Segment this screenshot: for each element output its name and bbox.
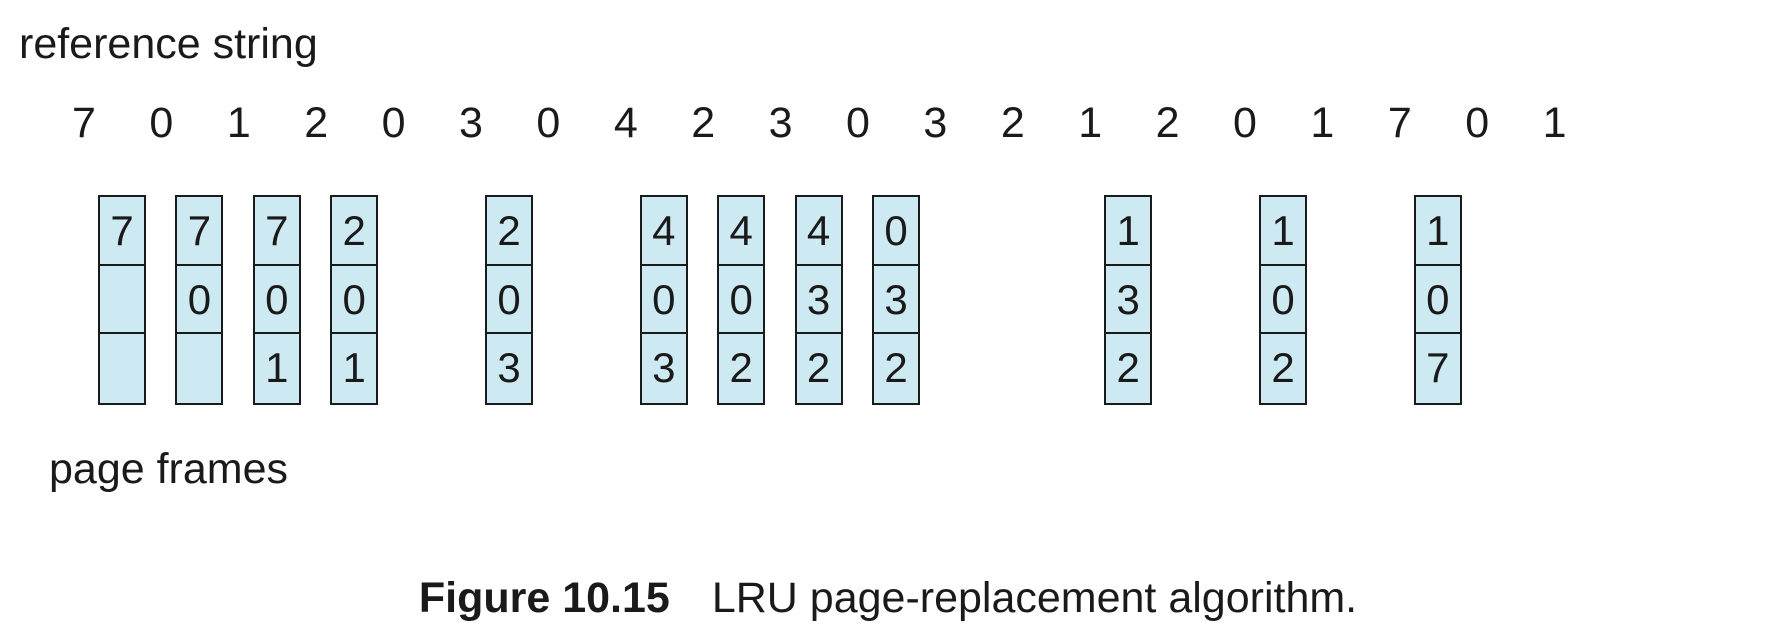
reference-number: 1 (1310, 99, 1335, 147)
reference-number: 7 (72, 99, 96, 147)
reference-number: 0 (846, 99, 870, 147)
reference-number: 0 (1465, 99, 1490, 147)
frame-cell: 3 (1106, 266, 1151, 335)
frame-cell: 2 (729, 344, 753, 392)
frame-cell: 1 (265, 344, 289, 392)
reference-number: 2 (1000, 99, 1025, 147)
frame-cell: 0 (177, 266, 222, 335)
frame-cell (100, 266, 144, 335)
frame-cell: 4 (796, 197, 841, 266)
frame-cell: 1 (1415, 197, 1460, 266)
frame-cell: 7 (100, 197, 144, 266)
reference-number: 1 (226, 99, 251, 147)
frame-cell: 0 (641, 266, 686, 335)
frame-cell: 3 (796, 266, 841, 335)
reference-number: 4 (613, 99, 638, 147)
frame-cell: 0 (1261, 266, 1305, 335)
frame-cell: 2 (806, 344, 831, 392)
frame-cell: 7 (177, 197, 222, 266)
reference-number: 1 (1078, 99, 1103, 147)
reference-number: 0 (1233, 99, 1257, 147)
frame-cell: 1 (342, 344, 366, 392)
reference-number: 2 (1155, 99, 1180, 147)
reference-number: 3 (459, 99, 483, 147)
reference-number: 2 (691, 99, 716, 147)
reference-number: 3 (923, 99, 948, 147)
frame-cell: 2 (1116, 344, 1140, 392)
frame-cell: 3 (497, 344, 521, 392)
frame-cell: 0 (719, 266, 764, 335)
frame-cell: 4 (719, 197, 764, 266)
page-frames-title: page frames (49, 445, 289, 493)
frame-cell: 2 (884, 344, 908, 392)
frame-column: 7 (98, 195, 146, 405)
reference-number: 3 (768, 99, 793, 147)
reference-number: 0 (381, 99, 406, 147)
frame-cell: 3 (652, 344, 676, 392)
frame-cell (100, 334, 144, 403)
frame-cell: 0 (1415, 266, 1460, 335)
frame-cell: 0 (254, 266, 299, 335)
frame-cell: 2 (487, 197, 531, 266)
caption-text: LRU page-replacement algorithm. (711, 574, 1358, 622)
figure-caption: Figure 10.15 LRU page-replacement algorit… (0, 577, 1776, 620)
figure-label: Figure 10.15 (418, 574, 670, 622)
reference-number: 7 (1387, 99, 1412, 147)
frame-cell: 7 (1426, 344, 1450, 392)
frame-cell: 0 (874, 197, 918, 266)
frame-cell: 0 (487, 266, 531, 335)
reference-number: 2 (304, 99, 329, 147)
frame-cell: 0 (332, 266, 377, 335)
reference-string-title: reference string (19, 20, 318, 68)
frame-cell: 1 (1261, 197, 1305, 266)
reference-number: 0 (149, 99, 174, 147)
frame-cell: 3 (874, 266, 918, 335)
frame-cell (177, 334, 221, 403)
frame-cell: 7 (254, 197, 299, 266)
frame-cell: 2 (332, 197, 377, 266)
reference-string: 7 0 1 2 0 3 0 4 2 3 0 3 2 1 2 0 1 7 0 1 (0, 102, 1776, 152)
frame-cell: 4 (641, 197, 686, 266)
reference-number: 0 (536, 99, 561, 147)
reference-number: 1 (1542, 99, 1567, 147)
frame-cell: 1 (1106, 197, 1151, 266)
frame-cell: 2 (1271, 344, 1295, 392)
